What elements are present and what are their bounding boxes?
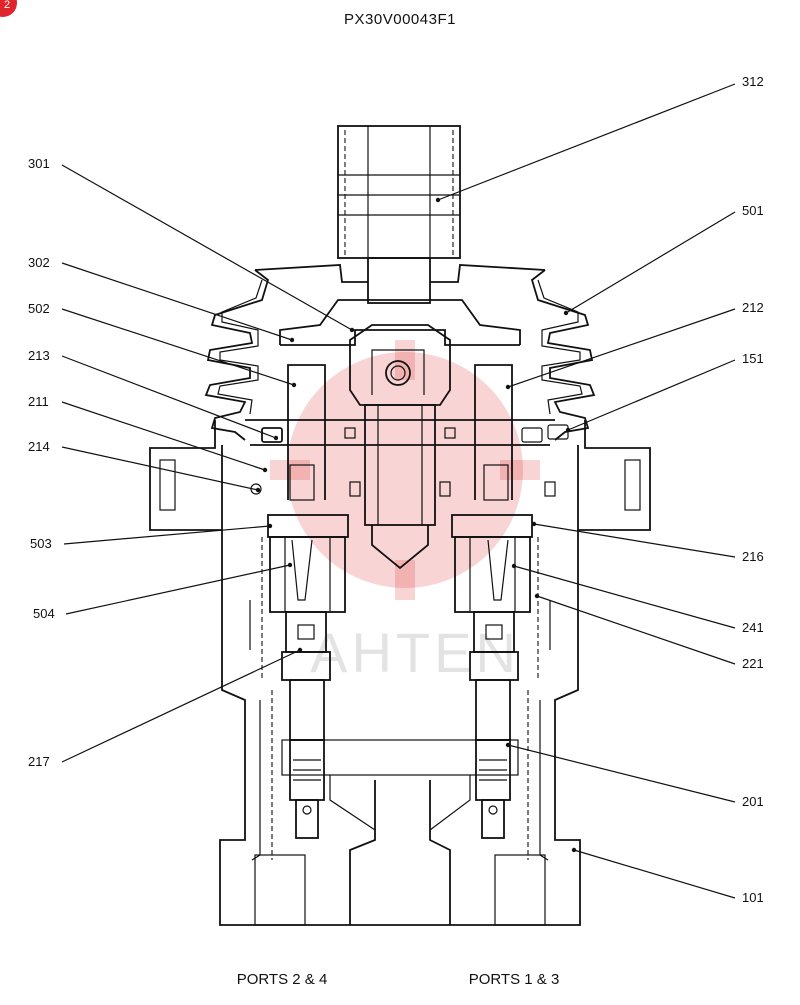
ports-2-and-4-caption: PORTS 2 & 4 <box>237 971 328 988</box>
leader-line-302 <box>61 262 293 341</box>
part-label-241: 241 <box>742 620 764 635</box>
part-label-302: 302 <box>28 255 50 270</box>
part-label-216: 216 <box>742 549 764 564</box>
corner-badge-text: 2 <box>4 0 10 11</box>
leader-line-216 <box>533 523 736 558</box>
part-label-214: 214 <box>28 439 50 454</box>
leader-line-241 <box>513 565 736 629</box>
part-label-502: 502 <box>28 301 50 316</box>
leader-line-217 <box>61 649 301 763</box>
part-label-312: 312 <box>742 74 764 89</box>
leader-dot-213 <box>273 435 279 441</box>
leader-dot-503 <box>267 523 273 529</box>
leader-line-221 <box>536 595 736 665</box>
leader-line-212 <box>507 308 736 388</box>
leader-dot-101 <box>571 847 577 853</box>
part-label-503: 503 <box>30 536 52 551</box>
leader-dot-216 <box>531 521 537 527</box>
drawing-title: PX30V00043F1 <box>344 11 456 28</box>
part-label-217: 217 <box>28 754 50 769</box>
leader-line-301 <box>61 164 353 331</box>
leader-line-101 <box>573 849 736 899</box>
leader-dot-151 <box>565 427 571 433</box>
leader-line-213 <box>61 355 277 439</box>
leader-line-151 <box>567 359 736 431</box>
part-label-501: 501 <box>742 203 764 218</box>
leader-line-503 <box>63 525 271 545</box>
leader-line-312 <box>437 83 736 201</box>
leader-dot-502 <box>291 382 297 388</box>
part-label-201: 201 <box>742 794 764 809</box>
part-label-151: 151 <box>742 351 764 366</box>
leader-dot-301 <box>349 327 355 333</box>
corner-badge: 2 <box>0 0 17 17</box>
ports-1-and-3-caption: PORTS 1 & 3 <box>469 971 560 988</box>
leader-dot-217 <box>297 647 303 653</box>
leader-line-211 <box>61 401 266 471</box>
leader-lines <box>61 83 736 899</box>
leader-line-504 <box>65 564 291 615</box>
watermark-logo <box>270 340 540 600</box>
leader-dot-214 <box>255 487 261 493</box>
leader-dot-201 <box>505 742 511 748</box>
leader-dot-501 <box>563 310 569 316</box>
leader-dot-221 <box>534 593 540 599</box>
part-label-504: 504 <box>33 606 55 621</box>
valve-body-outline <box>149 125 651 926</box>
leader-dot-504 <box>287 562 293 568</box>
part-label-212: 212 <box>742 300 764 315</box>
part-label-221: 221 <box>742 656 764 671</box>
leader-dot-302 <box>289 337 295 343</box>
leader-dot-312 <box>435 197 441 203</box>
part-label-101: 101 <box>742 890 764 905</box>
leader-line-501 <box>565 211 736 314</box>
part-label-301: 301 <box>28 156 50 171</box>
leader-line-214 <box>61 446 259 491</box>
part-label-213: 213 <box>28 348 50 363</box>
part-label-211: 211 <box>28 394 49 409</box>
leader-line-201 <box>507 744 736 803</box>
leader-dot-211 <box>262 467 268 473</box>
leader-line-502 <box>61 308 295 386</box>
leader-dot-241 <box>511 563 517 569</box>
leader-dot-212 <box>505 384 511 390</box>
